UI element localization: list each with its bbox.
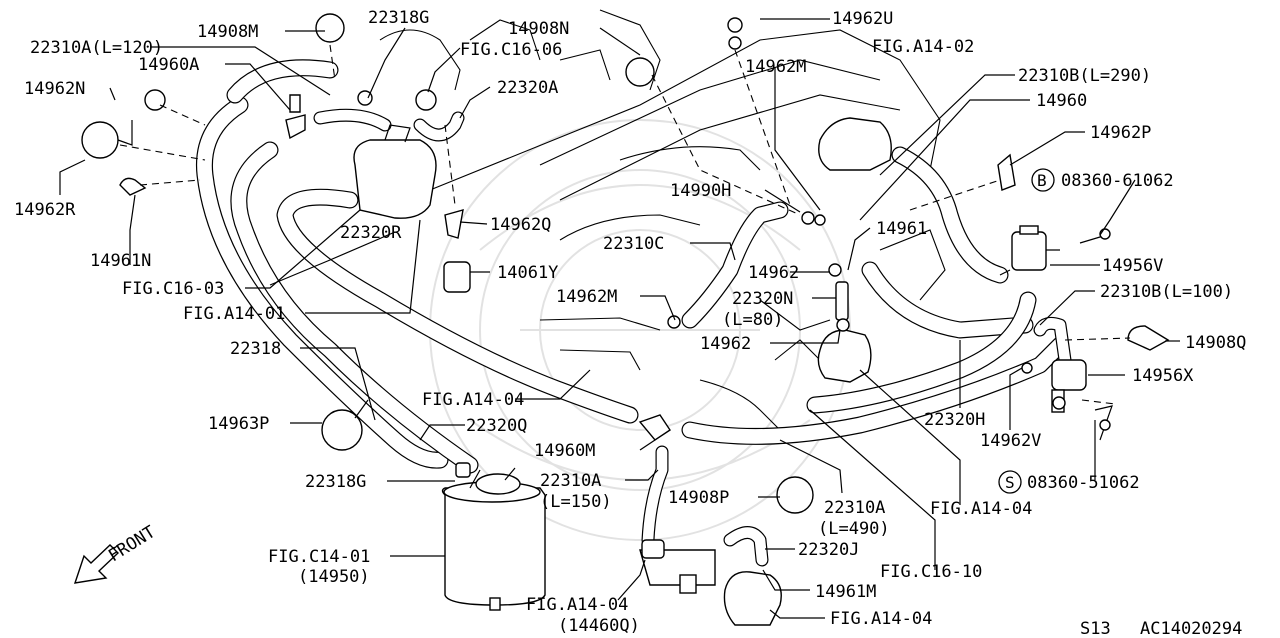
label-model-s13: S13 — [1080, 619, 1111, 638]
vsv-valve-14956V — [999, 225, 1060, 276]
canister-14950 — [441, 467, 546, 611]
component-fig-a14-04-lower — [723, 571, 782, 626]
hose-22310B-L100 — [1033, 316, 1072, 367]
label-14962Q: 14962Q — [490, 215, 551, 235]
front-arrow-icon — [73, 544, 120, 584]
label-14460Q: (14460Q) — [558, 616, 640, 636]
label-22318: 22318 — [230, 339, 281, 359]
hose-22310B-L290 — [891, 146, 1009, 284]
label-14962R: 14962R — [14, 200, 76, 220]
label-14963P: 14963P — [208, 414, 269, 434]
label-14962M-mid: 14962M — [556, 287, 617, 307]
hose-22310C — [681, 201, 789, 329]
label-fig-c16-03: FIG.C16-03 — [122, 279, 224, 299]
label-14908M: 14908M — [197, 22, 258, 42]
label-22320N: 22320N — [732, 289, 793, 309]
label-14990H: 14990H — [670, 181, 731, 201]
label-14962P: 14962P — [1090, 123, 1151, 143]
label-14962M-top: 14962M — [745, 57, 806, 77]
label-14962-b: 14962 — [700, 334, 751, 354]
label-22320H: 22320H — [924, 410, 985, 430]
label-22318G-top: 22318G — [368, 8, 429, 28]
hose-22318-and-22320-set — [195, 59, 639, 474]
label-22310A-a-length: (L=150) — [540, 492, 612, 512]
label-22320A: 22320A — [497, 78, 558, 98]
reservoir-tank-upper — [353, 124, 437, 219]
label-14960: 14960 — [1036, 91, 1087, 111]
label-front: FRONT — [105, 522, 159, 566]
label-fig-c14-01: FIG.C14-01 — [268, 547, 370, 567]
leader-lines — [59, 18, 1180, 619]
label-14962-a: 14962 — [748, 263, 799, 283]
component-fig-a14-02 — [818, 117, 892, 171]
screw-s-circle — [998, 470, 1022, 494]
label-22310A-b-length: (L=490) — [818, 519, 890, 539]
label-08360-51062: 08360-51062 — [1027, 473, 1140, 493]
hose-22310A-L150 — [641, 445, 669, 547]
label-14960A: 14960A — [138, 55, 199, 75]
label-s-letter: S — [1005, 473, 1015, 492]
engine-outline — [379, 9, 946, 431]
component-mid-vacuum-pump — [817, 329, 872, 383]
label-fig-a14-04-c: FIG.A14-04 — [526, 595, 628, 615]
label-diagram-code: AC14020294 — [1140, 619, 1242, 638]
label-22310B-L290: 22310B(L=290) — [1018, 66, 1151, 86]
label-fig-a14-02: FIG.A14-02 — [872, 37, 974, 57]
assembly-dashed-lines — [119, 44, 1131, 405]
label-fig-c16-10: FIG.C16-10 — [880, 562, 982, 582]
label-22310B-L100: 22310B(L=100) — [1100, 282, 1233, 302]
label-22318G-bottom: 22318G — [305, 472, 366, 492]
label-fig-c16-06: FIG.C16-06 — [460, 40, 562, 60]
label-14950: (14950) — [298, 567, 370, 587]
label-22320R: 22320R — [340, 223, 402, 243]
label-14961: 14961 — [876, 219, 927, 239]
label-22320J: 22320J — [798, 540, 859, 560]
label-fig-a14-04-b: FIG.A14-04 — [930, 499, 1032, 519]
label-14961M: 14961M — [815, 582, 876, 602]
valve-assembly-14460Q — [639, 539, 716, 594]
hose-22310A-L490 — [681, 336, 1069, 445]
label-fig-a14-01: FIG.A14-01 — [183, 304, 285, 324]
label-14962U: 14962U — [832, 9, 893, 29]
label-14956X: 14956X — [1132, 366, 1194, 386]
label-14962N: 14962N — [24, 79, 85, 99]
label-14061Y: 14061Y — [497, 263, 558, 283]
label-22320N-length: (L=80) — [722, 310, 783, 330]
label-08360-61062: 08360-61062 — [1061, 171, 1174, 191]
label-fig-a14-04-a: FIG.A14-04 — [422, 390, 524, 410]
label-14960M: 14960M — [534, 441, 595, 461]
label-22310A-b: 22310A — [824, 498, 885, 518]
label-22310A-a: 22310A — [540, 471, 601, 491]
label-14961N: 14961N — [90, 251, 151, 271]
label-fig-a14-04-d: FIG.A14-04 — [830, 609, 932, 629]
hose-22320J — [723, 526, 769, 567]
hose-22320N — [835, 281, 849, 321]
bolt-b-circle — [1031, 168, 1055, 192]
label-14908Q: 14908Q — [1185, 333, 1246, 353]
label-14962V: 14962V — [980, 431, 1041, 451]
label-14908P: 14908P — [668, 488, 729, 508]
label-b-letter: B — [1037, 171, 1047, 190]
label-22310C: 22310C — [603, 234, 664, 254]
label-22320Q: 22320Q — [466, 416, 527, 436]
label-14956V: 14956V — [1102, 256, 1163, 276]
label-14908N: 14908N — [508, 19, 569, 39]
label-22310A-L120: 22310A(L=120) — [30, 38, 163, 58]
clamp-parts — [81, 13, 1170, 514]
